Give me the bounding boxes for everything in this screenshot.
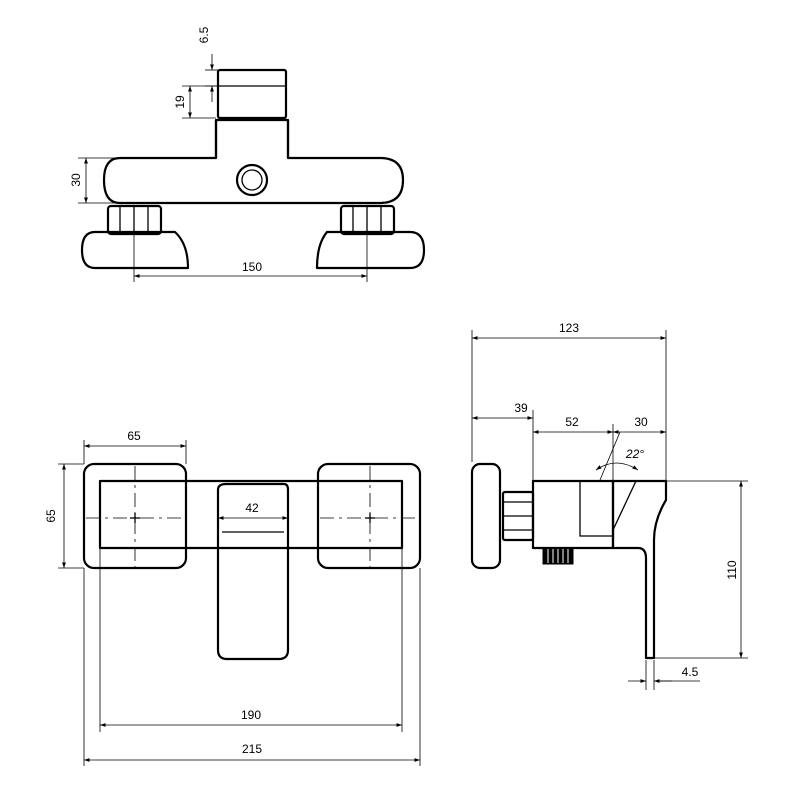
side-body: [531, 479, 615, 550]
dim-52: 52: [565, 415, 579, 429]
dim-19: 19: [173, 95, 187, 109]
dim-150: 150: [242, 260, 262, 274]
dim-190: 190: [241, 708, 261, 722]
dim-30-side: 30: [634, 415, 648, 429]
top-handle-block: [216, 68, 288, 120]
side-lever: [611, 479, 668, 660]
dim-65-width: 65: [127, 429, 141, 443]
front-right-flange: [316, 462, 422, 570]
dim-39: 39: [514, 401, 528, 415]
top-body-outline: [102, 118, 405, 205]
dim-30-top: 30: [69, 173, 83, 187]
dim-123: 123: [559, 321, 579, 335]
dim-6-5: 6.5: [197, 26, 211, 43]
top-right-escutcheon: [315, 230, 426, 270]
front-handle: [216, 482, 290, 661]
top-outlet-ring: [235, 163, 269, 197]
top-left-escutcheon: [80, 230, 190, 270]
front-body: [98, 479, 404, 550]
dim-110: 110: [725, 560, 739, 579]
dim-215: 215: [242, 742, 262, 756]
side-escutcheon: [470, 462, 502, 570]
dim-4-5: 4.5: [682, 665, 699, 679]
dim-22-deg: 22°: [625, 447, 644, 461]
top-view: [78, 54, 426, 282]
side-view: [470, 330, 748, 690]
dim-42: 42: [245, 501, 259, 515]
dim-65-height: 65: [44, 509, 58, 523]
front-view: [58, 440, 422, 766]
